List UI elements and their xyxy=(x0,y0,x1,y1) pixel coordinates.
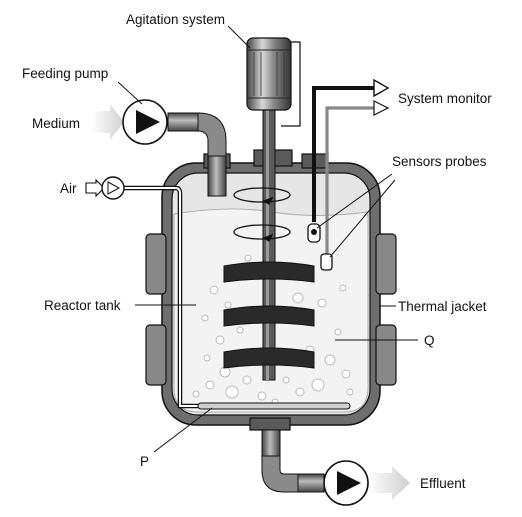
label-agitation-system: Agitation system xyxy=(126,12,225,27)
right-lower-lug xyxy=(375,324,397,386)
left-lower-lug xyxy=(145,324,167,386)
label-reactor-tank: Reactor tank xyxy=(44,298,121,313)
right-upper-lug xyxy=(375,233,397,295)
label-thermal-jacket: Thermal jacket xyxy=(398,299,487,314)
label-sensors-probes: Sensors probes xyxy=(392,154,487,169)
label-system-monitor: System monitor xyxy=(398,91,492,106)
agitator-shaft xyxy=(262,109,276,381)
label-p: P xyxy=(140,454,149,469)
left-upper-lug xyxy=(145,233,167,295)
motor-icon xyxy=(246,37,301,127)
label-feeding-pump: Feeding pump xyxy=(22,66,108,81)
sensor-probe-icon xyxy=(307,78,390,271)
label-q: Q xyxy=(424,333,435,348)
label-medium: Medium xyxy=(32,116,80,131)
rotation-arrows xyxy=(233,187,291,242)
effluent-outflow xyxy=(261,429,410,500)
air-line xyxy=(85,178,350,409)
label-air: Air xyxy=(60,181,77,196)
impeller-icon xyxy=(223,261,315,369)
label-effluent: Effluent xyxy=(420,476,466,491)
sparger-icon xyxy=(197,402,351,410)
medium-inflow xyxy=(92,104,227,197)
air-pump-icon xyxy=(101,176,125,200)
leader-lines xyxy=(117,25,418,453)
effluent-pump-icon xyxy=(323,460,369,506)
feeding-pump-icon xyxy=(122,99,168,145)
